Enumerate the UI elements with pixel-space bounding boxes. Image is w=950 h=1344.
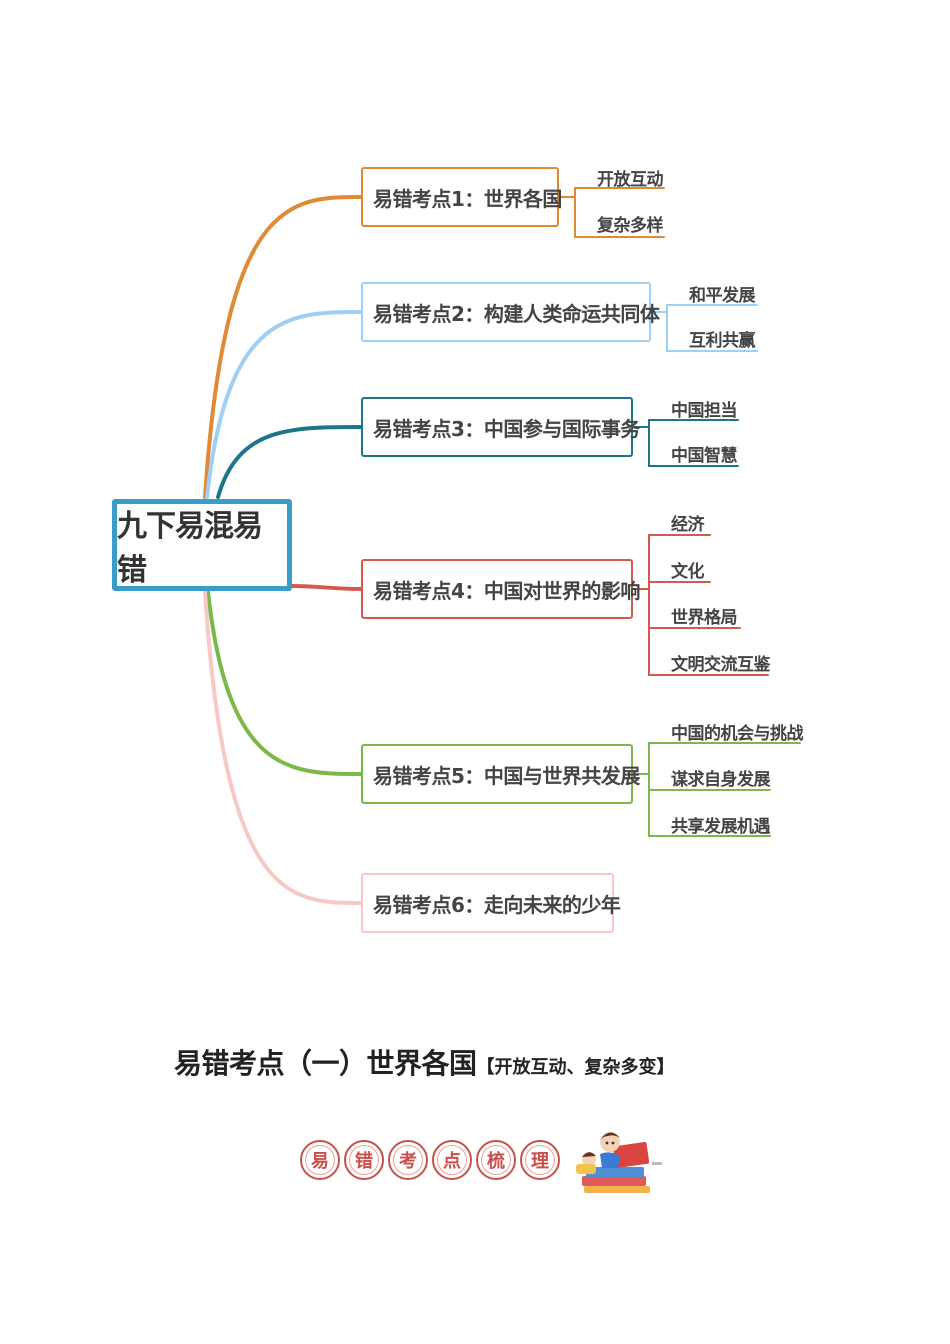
topic-branch-line	[205, 310, 363, 499]
banner-char: 理	[520, 1140, 560, 1180]
topic-node-1: 易错考点1：世界各国	[361, 167, 562, 227]
topic-label: 易错考点6：走向未来的少年	[373, 892, 621, 917]
topic-label: 易错考点4：中国对世界的影响	[373, 578, 640, 603]
topic-node-5: 易错考点5：中国与世界共发展	[361, 744, 640, 804]
section-title: 易错考点（一）世界各国	[174, 1047, 477, 1080]
leaf-node: 文化	[671, 562, 705, 582]
section-subtitle: 【开放互动、复杂多变】	[476, 1057, 675, 1078]
topic-branch-line	[290, 584, 363, 591]
mind-map: 九下易混易错 易错考点1：世界各国 易错考点2：构建人类命运共同体 易错考点3：…	[112, 167, 804, 933]
leaf-node: 中国的机会与挑战	[671, 724, 804, 744]
section-heading: 易错考点（一）世界各国【开放互动、复杂多变】	[174, 1042, 675, 1082]
summary-banner: 易 错 考 点 梳 理	[300, 1140, 560, 1180]
topic-label: 易错考点5：中国与世界共发展	[373, 763, 640, 788]
banner-char: 梳	[476, 1140, 516, 1180]
topic-node-6: 易错考点6：走向未来的少年	[361, 873, 621, 933]
topic-label: 易错考点3：中国参与国际事务	[373, 416, 640, 441]
banner-char: 点	[432, 1140, 472, 1180]
leaf-node: 和平发展	[689, 286, 756, 306]
topic-label: 易错考点1：世界各国	[373, 186, 562, 211]
topic-branch-line	[216, 425, 363, 499]
topic-label: 易错考点2：构建人类命运共同体	[373, 301, 660, 326]
topic-node-2: 易错考点2：构建人类命运共同体	[361, 282, 660, 342]
topic-branch-line	[206, 590, 363, 776]
leaf-node: 复杂多样	[597, 216, 664, 236]
topic-branch-line	[203, 195, 363, 499]
leaf-node: 世界格局	[671, 608, 738, 628]
banner-char: 错	[344, 1140, 384, 1180]
banner-char: 易	[300, 1140, 340, 1180]
leaf-node: 共享发展机遇	[671, 817, 771, 837]
topic-node-3: 易错考点3：中国参与国际事务	[361, 397, 640, 457]
leaf-node: 文明交流互鉴	[671, 655, 771, 675]
leaf-node: 中国智慧	[671, 446, 738, 466]
child-reading-books-illustration	[576, 1132, 662, 1193]
topic-branch-line	[203, 590, 363, 905]
leaf-node: 谋求自身发展	[671, 770, 771, 790]
root-node: 九下易混易错	[112, 499, 292, 591]
banner-char: 考	[388, 1140, 428, 1180]
leaf-node: 经济	[671, 515, 705, 535]
root-label: 九下易混易错	[117, 509, 263, 588]
mind-map-connectors	[203, 187, 801, 905]
topic-node-4: 易错考点4：中国对世界的影响	[361, 559, 640, 619]
leaf-node: 中国担当	[671, 401, 738, 421]
leaf-node: 互利共赢	[689, 331, 756, 351]
leaf-node: 开放互动	[597, 170, 664, 190]
